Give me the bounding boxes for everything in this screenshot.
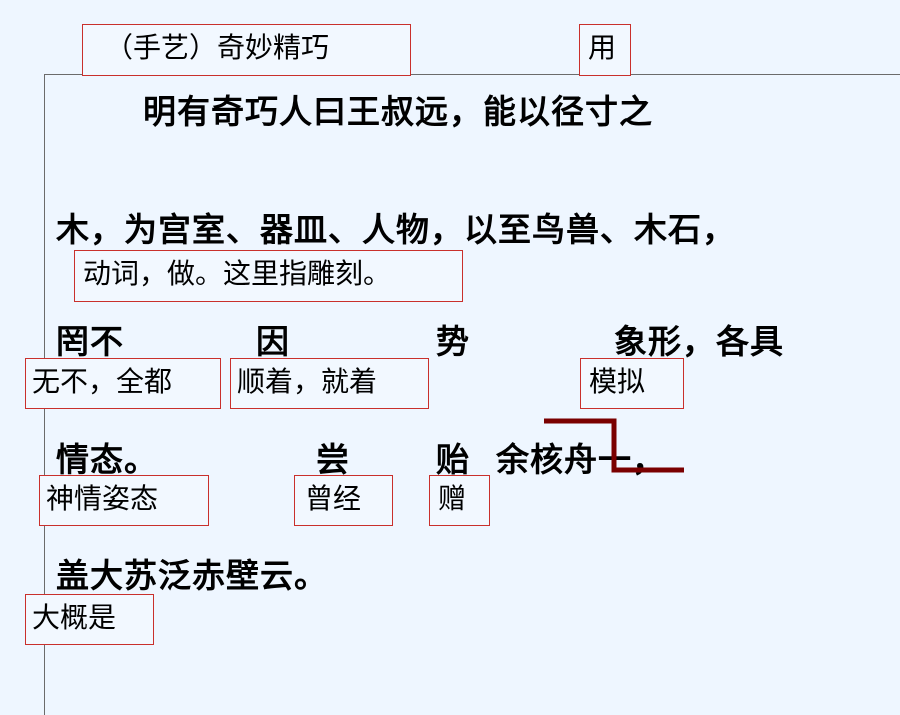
text-line-3b: 因 <box>256 322 290 361</box>
note-chang: 曾经 <box>294 475 393 526</box>
note-yin: 顺着，就着 <box>230 358 429 409</box>
note-title: （手艺）奇妙精巧 <box>82 24 411 76</box>
text-line-2: 木，为宫室、器皿、人物，以至鸟兽、木石， <box>56 210 736 249</box>
note-yong: 用 <box>579 24 631 76</box>
text-line-4c: 贻 <box>436 440 470 479</box>
text-line-3d: 象形，各具 <box>614 322 784 361</box>
note-wangbu: 无不，全都 <box>25 358 221 409</box>
text-line-5: 盖大苏泛赤壁云。 <box>56 556 328 595</box>
note-xiang: 模拟 <box>580 358 684 409</box>
text-line-4b: 尝 <box>316 440 350 479</box>
text-line-4a: 情态。 <box>56 440 158 479</box>
note-yi: 赠 <box>429 475 490 526</box>
note-wei: 动词，做。这里指雕刻。 <box>74 250 463 302</box>
text-line-3a: 罔不 <box>56 322 124 361</box>
note-gai: 大概是 <box>25 594 154 645</box>
text-line-3c: 势 <box>436 322 470 361</box>
bracket-mark <box>544 418 684 473</box>
text-line-1: 明有奇巧人曰王叔远，能以径寸之 <box>143 92 653 131</box>
note-qingtai: 神情姿态 <box>39 475 209 526</box>
